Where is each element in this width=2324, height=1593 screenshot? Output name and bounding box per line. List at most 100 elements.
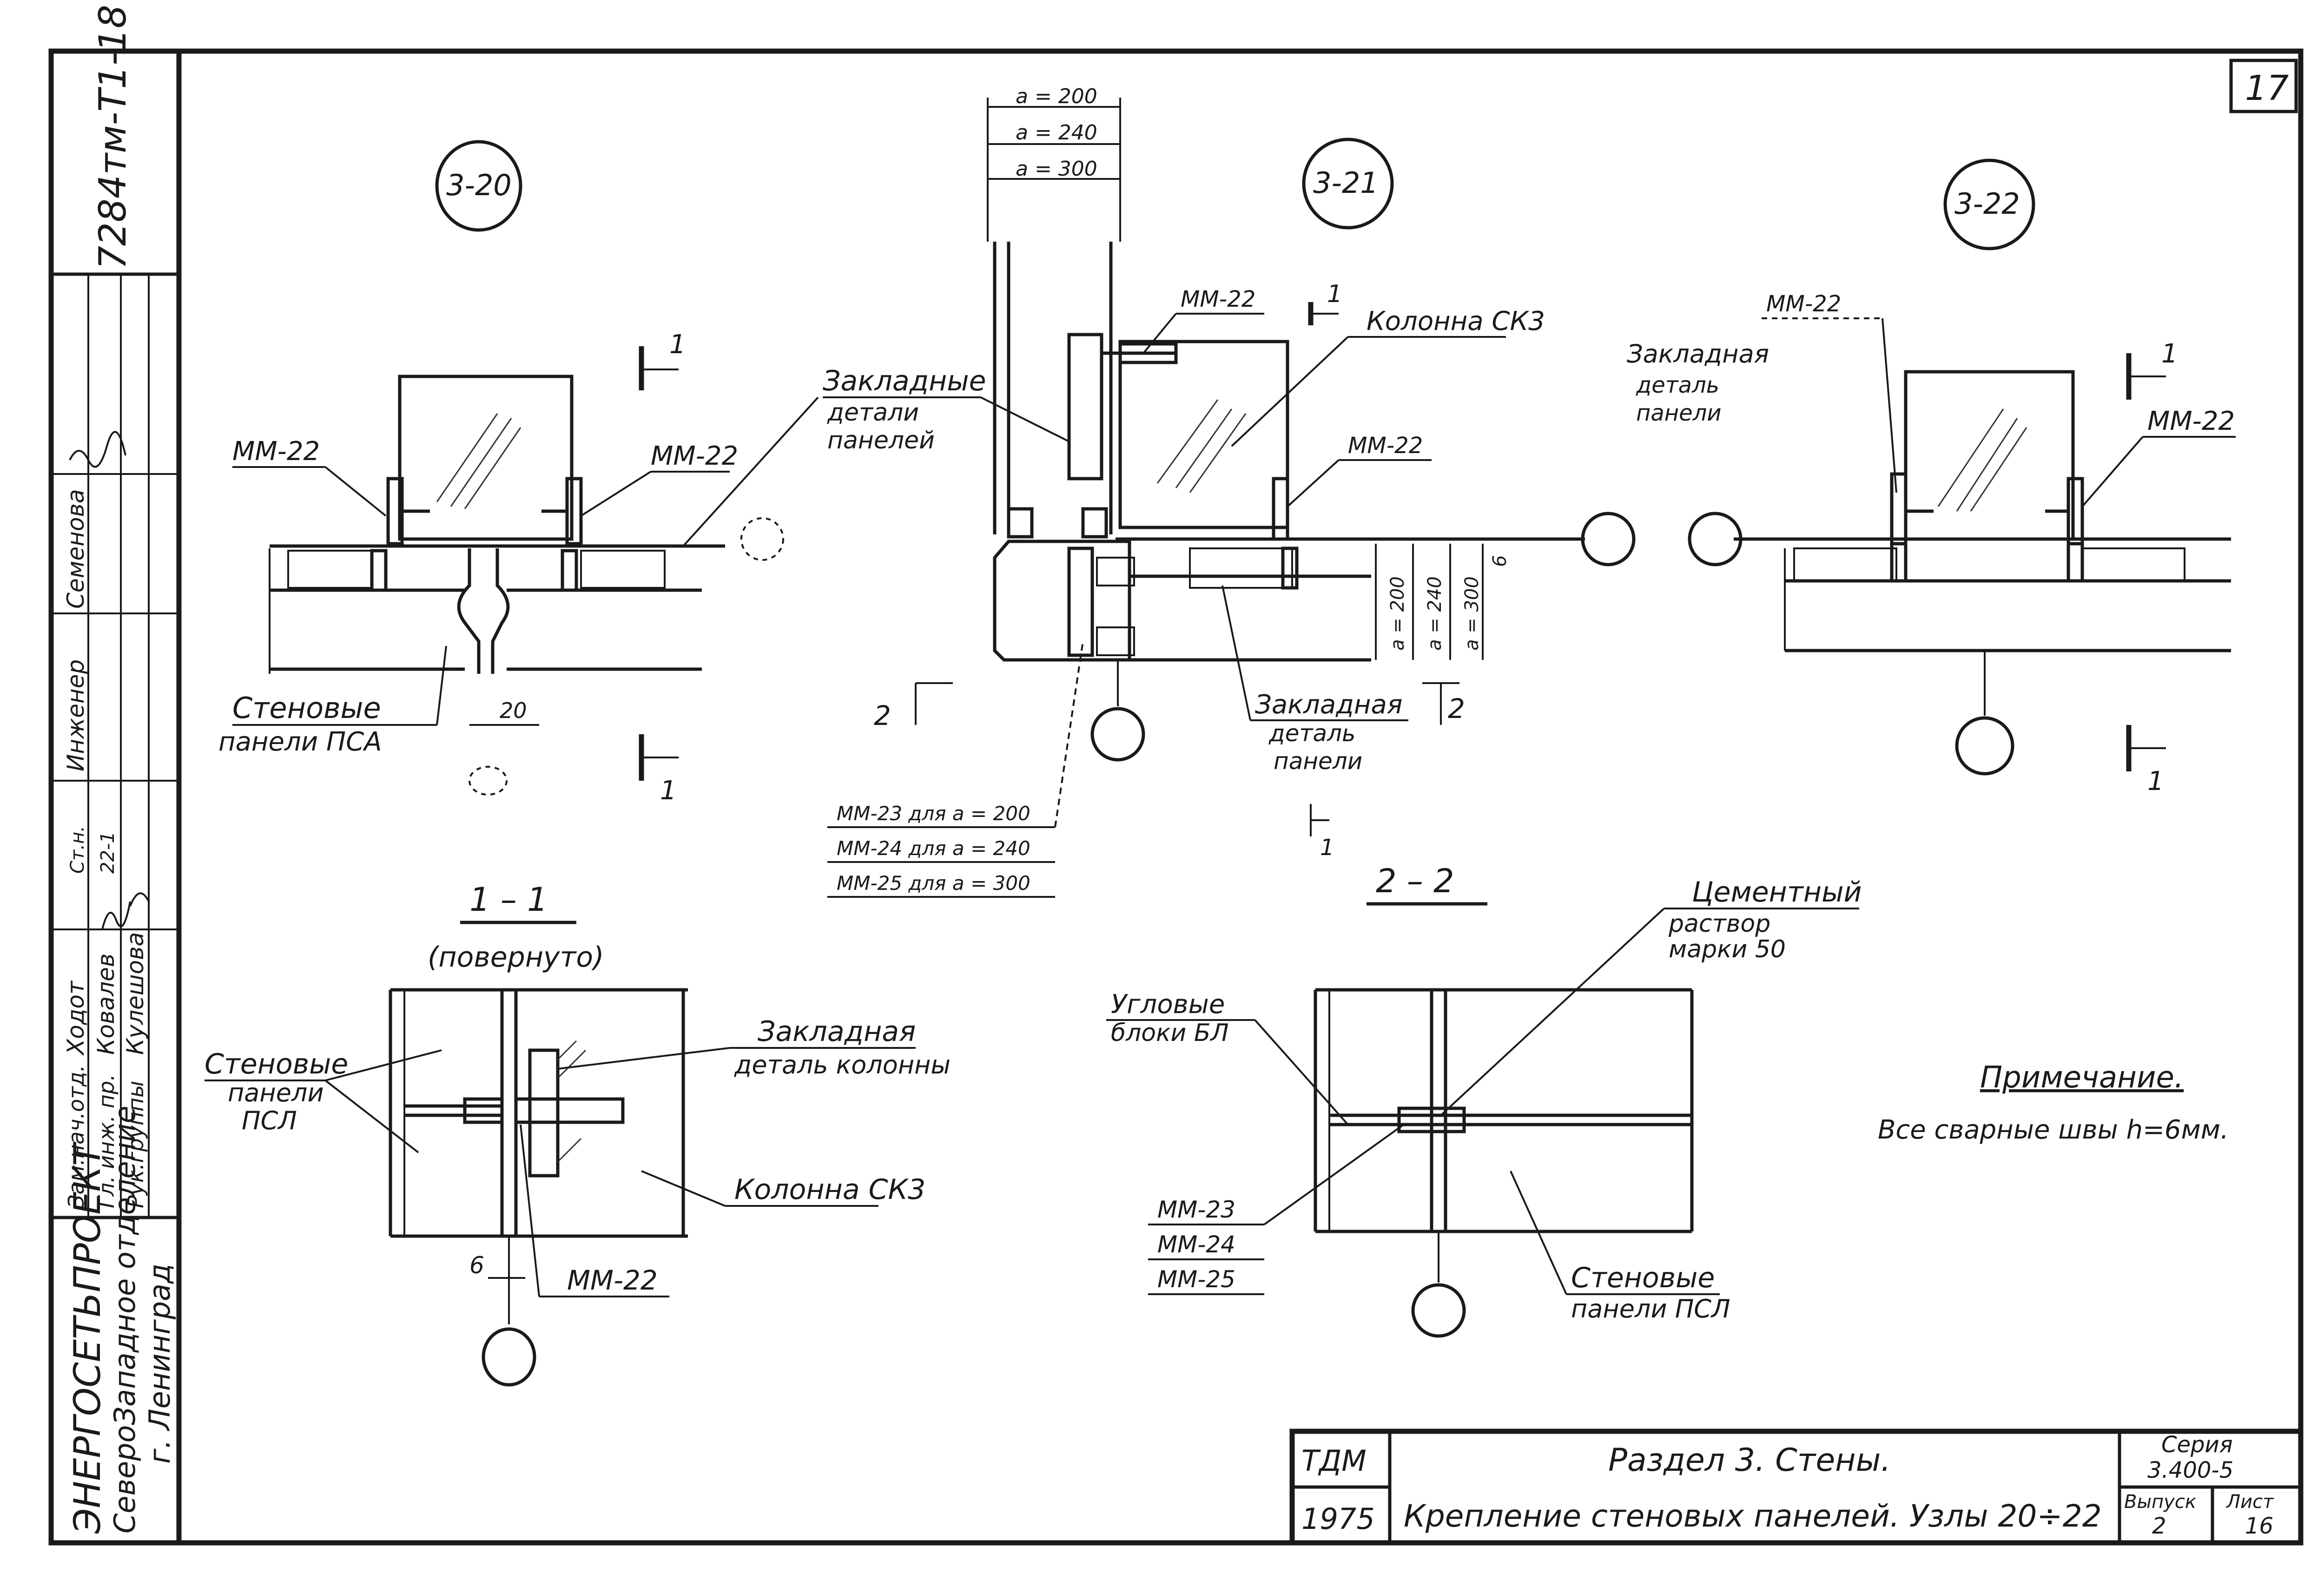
axis-bubble xyxy=(740,517,784,561)
section-mark-label: 1 xyxy=(1320,835,1334,861)
embed-rod xyxy=(1118,342,1178,364)
sec22-mm-3: ММ-25 xyxy=(1157,1266,1235,1293)
embed-hatch xyxy=(557,1040,587,1163)
leader xyxy=(324,1080,419,1153)
section-mark-label: 2 xyxy=(1448,693,1465,724)
label-zakladnye-3: панелей xyxy=(827,427,935,454)
section-22-title: 2 – 2 xyxy=(1376,862,1454,900)
tb-series-label: Серия xyxy=(2161,1432,2233,1458)
label-mm22-22b: MM-22 xyxy=(2147,406,2235,436)
embed-rod xyxy=(463,1097,504,1124)
leader xyxy=(1263,1124,1405,1225)
sec11-zakladnaya-2: деталь колонны xyxy=(734,1050,951,1080)
corner-panel xyxy=(993,540,1131,662)
column-3-20 xyxy=(398,375,574,541)
sec11-stenovye-2: панели xyxy=(228,1078,324,1107)
embed-plate xyxy=(1096,557,1135,586)
embed-plate xyxy=(2067,477,2084,546)
leader xyxy=(1221,585,1251,721)
embed-panel xyxy=(1189,547,1293,589)
embed-plate xyxy=(1007,507,1034,539)
leader xyxy=(1510,1171,1567,1295)
leader xyxy=(1287,459,1340,507)
embed-plate xyxy=(565,477,583,546)
embed-panel-end xyxy=(561,549,578,592)
leader xyxy=(641,1170,726,1207)
sec22-cement-1: Цементный xyxy=(1692,876,1862,908)
section-mark-label: 1 xyxy=(669,329,686,360)
stamp-name-2: Ковалев xyxy=(92,954,119,1055)
node-3-20: 3-20 1 1 MM-22 MM-22 xyxy=(218,140,784,806)
sec22-mm-2: ММ-24 xyxy=(1157,1231,1235,1258)
label-mm22-21b: MM-22 xyxy=(1348,433,1423,459)
label-mm22-21a: MM-22 xyxy=(1181,286,1255,312)
sec11-mm22: ММ-22 xyxy=(567,1264,658,1296)
axis-bubble xyxy=(1955,716,2014,776)
leader xyxy=(1054,641,1084,828)
leader xyxy=(580,471,652,517)
section-2-2: 2 – 2 Цементный раствор марки 50 Угловые… xyxy=(1106,862,1862,1338)
label-zakladnaya-3: панели xyxy=(1274,748,1362,775)
embed-plate xyxy=(1272,477,1289,541)
sec22-uglovye-2: блоки БЛ xyxy=(1111,1019,1229,1047)
column-3-21 xyxy=(1118,340,1289,529)
sec11-kolonna: Колонна СК3 xyxy=(734,1173,925,1206)
node-label-3-20: 3-20 xyxy=(446,168,512,202)
tb-subject: Крепление стеновых панелей. Узлы 20÷22 xyxy=(1404,1498,2102,1534)
sec11-stenovye-1: Стеновые xyxy=(205,1048,348,1080)
stamp-role-3: Рук.группы xyxy=(123,1081,148,1208)
label-zakladnaya22-3: панели xyxy=(1636,400,1722,426)
section-1-1: 1 – 1 (повернуто) Стеновые панели ПСЛ За… xyxy=(205,881,951,1387)
tb-sheet-label: Лист xyxy=(2225,1491,2274,1513)
leader xyxy=(1882,318,1897,493)
tb-sheet-value: 16 xyxy=(2245,1513,2273,1539)
outer-frame xyxy=(48,48,2304,1546)
embed-panel-end xyxy=(370,549,388,592)
embed-rod xyxy=(1397,1106,1466,1133)
tb-issue-value: 2 xyxy=(2152,1513,2166,1539)
embed-panel-end xyxy=(1890,542,1908,583)
label-zakladnaya22-1: Закладная xyxy=(1627,339,1769,369)
column-hatch xyxy=(1156,399,1247,493)
embed-plate xyxy=(1067,333,1103,481)
node-circle-3-21 xyxy=(1302,138,1394,230)
section-mark-label: 1 xyxy=(1327,280,1342,308)
tb-series-value: 3.400-5 xyxy=(2147,1457,2233,1483)
org-line3: г. Ленинград xyxy=(143,1264,177,1464)
leader xyxy=(1440,908,1665,1116)
dim-a300: a = 300 xyxy=(1016,157,1097,181)
section-mark-label: 1 xyxy=(2161,339,2178,369)
section-11-subtitle: (повернуто) xyxy=(428,941,604,974)
dim-a200: a = 200 xyxy=(1016,85,1097,108)
note-title: Примечание. xyxy=(1980,1060,2184,1095)
page-number-box xyxy=(2229,59,2298,113)
axis-bubble xyxy=(1581,512,1636,566)
dim-v300: a = 300 xyxy=(1461,576,1483,651)
dim-v200: a = 200 xyxy=(1387,576,1408,651)
leader xyxy=(1231,336,1349,447)
sec22-stenovye-1: Стеновые xyxy=(1571,1262,1715,1294)
embed-panel xyxy=(287,550,373,589)
note: Примечание. Все сварные швы h=6мм. xyxy=(1878,1060,2229,1145)
node-label-3-22: 3-22 xyxy=(1954,187,2020,221)
section-mark-label: 1 xyxy=(2147,766,2164,796)
leader xyxy=(436,645,447,725)
leader xyxy=(2081,436,2144,507)
axis-bubble xyxy=(1090,707,1145,762)
mm-list-21-1: ММ-23 для a = 200 xyxy=(837,802,1030,825)
embed-panel-end xyxy=(2067,542,2084,583)
embed-plate xyxy=(1081,507,1108,539)
sec22-mm-1: ММ-23 xyxy=(1157,1196,1235,1223)
stamp-extra-2: Инженер xyxy=(62,659,89,771)
node-label-3-21: 3-21 xyxy=(1313,166,1379,200)
embed-panel xyxy=(1793,547,1897,582)
column-hatch xyxy=(1937,408,2027,512)
tb-issue-label: Выпуск xyxy=(2124,1491,2196,1513)
section-11-title: 1 – 1 xyxy=(469,881,548,919)
dim-a240: a = 240 xyxy=(1016,121,1097,145)
leader xyxy=(682,396,819,547)
sec11-stenovye-3: ПСЛ xyxy=(242,1106,297,1135)
leader xyxy=(1142,313,1177,354)
stamp-name-1: Ходот xyxy=(62,980,89,1056)
tb-section: Раздел 3. Стены. xyxy=(1608,1442,1891,1479)
